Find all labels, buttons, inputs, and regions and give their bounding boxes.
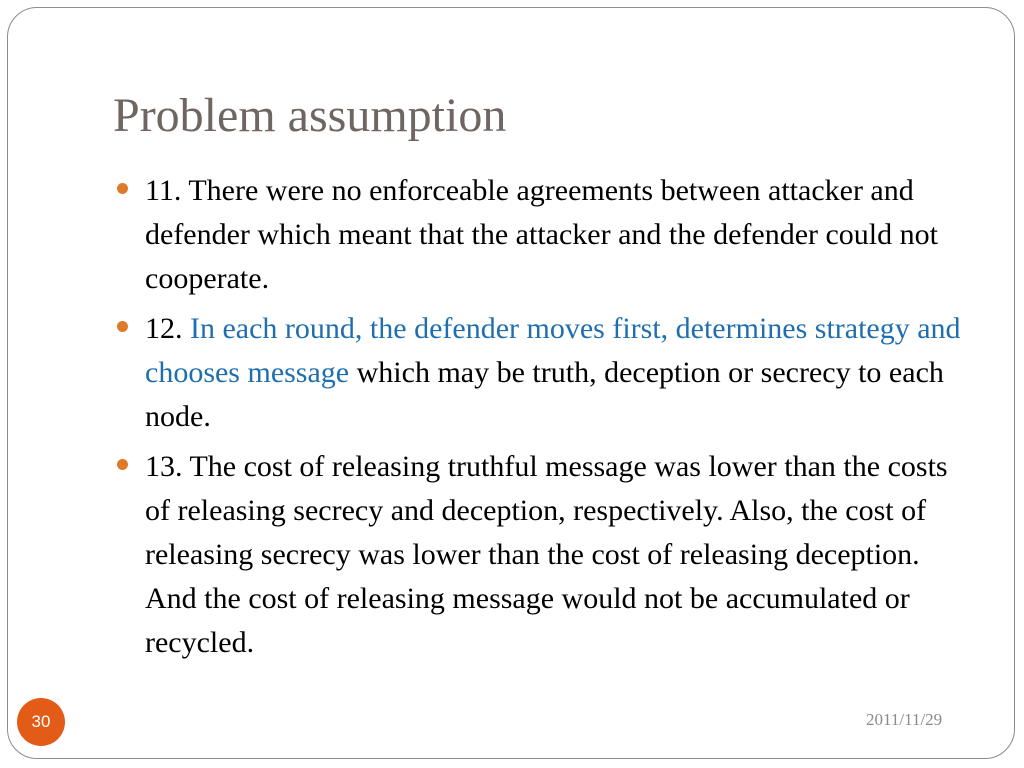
- bullet-text: 11. There were no enforceable agreements…: [145, 174, 938, 295]
- bullet-item-12: 12. In each round, the defender moves fi…: [117, 307, 977, 439]
- bullet-suffix: which may be truth, deception or secrecy…: [145, 356, 944, 433]
- bullet-highlight-text: In each round, the defender moves first,…: [145, 312, 961, 389]
- page-number-badge: 30: [17, 698, 65, 746]
- slide-title: Problem assumption: [113, 89, 507, 142]
- bullet-dot-icon: [117, 321, 128, 332]
- bullet-list: 11. There were no enforceable agreements…: [117, 169, 977, 671]
- bullet-prefix: 12.: [145, 312, 190, 345]
- slide-date: 2011/11/29: [866, 710, 943, 729]
- bullet-dot-icon: [117, 459, 128, 470]
- bullet-item-13: 13. The cost of releasing truthful messa…: [117, 445, 977, 665]
- slide-frame: [7, 7, 1015, 759]
- bullet-dot-icon: [117, 183, 128, 194]
- bullet-item-11: 11. There were no enforceable agreements…: [117, 169, 977, 301]
- bullet-text: 13. The cost of releasing truthful messa…: [145, 450, 948, 659]
